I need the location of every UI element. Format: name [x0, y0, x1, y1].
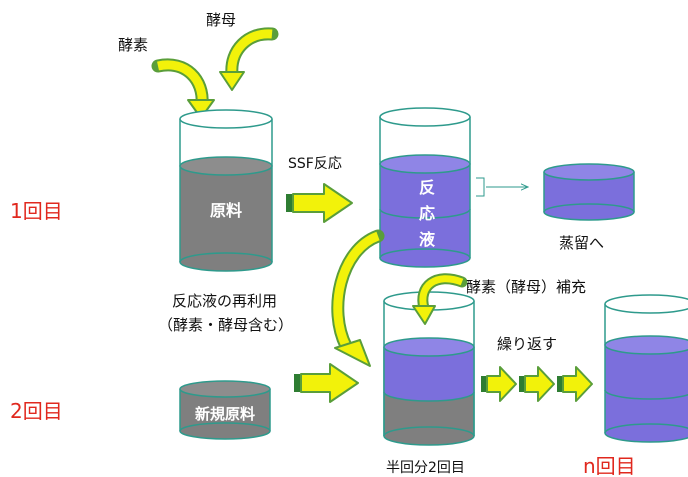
ssf-arrow [286, 183, 353, 223]
replenish-curved-arrow [412, 273, 468, 325]
round-2-label: 2回目 [10, 399, 63, 423]
half-batch-label: 半回分2回目 [386, 460, 465, 476]
reuse-label-line2: （酵素・酵母含む） [158, 316, 293, 334]
yeast-label: 酵母 [206, 11, 236, 29]
reaction-label-1: 反 [419, 178, 435, 197]
new-raw-material-label: 新規原料 [195, 405, 255, 423]
round-n-label: n回目 [583, 454, 636, 477]
new-raw-material-cylinder [179, 380, 271, 440]
repeat-arrow-2 [519, 366, 555, 402]
replenish-label: 酵素（酵母）補充 [466, 278, 586, 296]
distill-connector [476, 177, 528, 197]
yeast-curved-arrow [219, 27, 279, 91]
distill-cylinder [543, 163, 635, 221]
distill-label: 蒸留へ [559, 234, 604, 252]
half-batch-cylinder [383, 291, 475, 446]
round-1-label: 1回目 [10, 199, 63, 223]
reuse-label-line1: 反応液の再利用 [172, 292, 277, 310]
reaction-label-2: 応 [419, 204, 435, 223]
repeat-arrow-3 [557, 366, 593, 402]
raw-material-label: 原料 [210, 201, 242, 220]
repeat-label: 繰り返す [497, 335, 557, 353]
enzyme-label: 酵素 [118, 36, 148, 54]
reaction-label-3: 液 [419, 230, 436, 249]
reaction-liquid-cylinder [379, 107, 471, 268]
raw-material-cylinder [179, 109, 273, 272]
ssf-label: SSF反応 [288, 156, 342, 172]
round2-feed-arrow [294, 363, 359, 403]
round-n-cylinder [604, 294, 688, 443]
repeat-arrow-1 [481, 366, 517, 402]
enzyme-curved-arrow [151, 58, 215, 119]
reuse-curved-arrow [331, 229, 385, 367]
